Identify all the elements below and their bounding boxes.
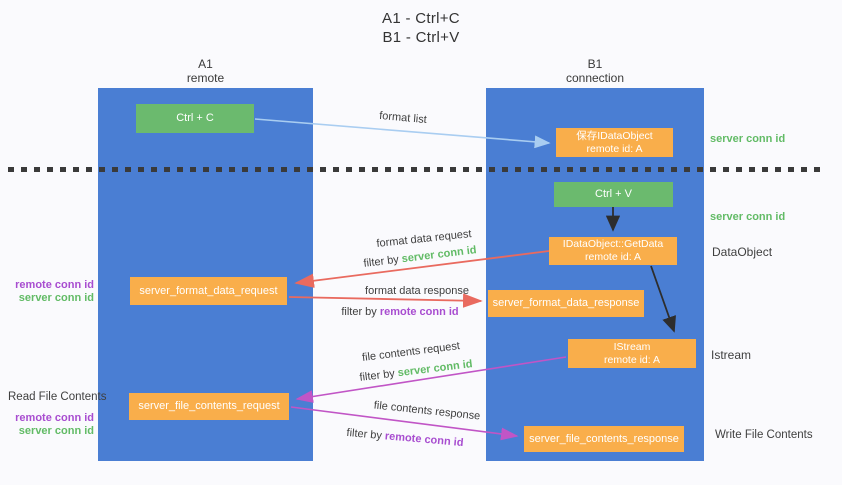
remote-conn-id-text-2: remote conn id bbox=[384, 430, 464, 450]
lane-b1-role: connection bbox=[565, 71, 625, 85]
phase-separator-dotted-line bbox=[8, 167, 825, 172]
node-getdata-title: IDataObject::GetData bbox=[562, 238, 664, 250]
node-idataobject-getdata: IDataObject::GetData remote id: A bbox=[549, 237, 677, 265]
filter-by-text-2: filter by bbox=[341, 306, 377, 318]
label-server-conn-id-left-top: server conn id bbox=[18, 292, 94, 304]
node-save-idataobject: 保存IDataObject remote id: A bbox=[556, 128, 673, 157]
label-remote-conn-id-left-bottom: remote conn id bbox=[15, 412, 94, 424]
node-server-format-data-request: server_format_data_request bbox=[130, 277, 287, 305]
label-server-conn-id-mid-right: server conn id bbox=[710, 211, 786, 223]
label-read-file-contents: Read File Contents bbox=[8, 391, 107, 403]
filter-by-text-4: filter by bbox=[346, 426, 383, 442]
node-save-idataobject-remote-id: remote id: A bbox=[586, 142, 643, 155]
node-istream: IStream remote id: A bbox=[568, 339, 696, 368]
node-ctrl-c-label: Ctrl + C bbox=[176, 112, 214, 124]
node-server-format-data-response: server_format_data_response bbox=[488, 290, 644, 317]
node-server-file-contents-request: server_file_contents_request bbox=[129, 393, 289, 420]
edge-label-format-data-response: format data response bbox=[365, 285, 469, 297]
lane-b1-name: B1 bbox=[587, 57, 603, 71]
lane-header-a1: A1 remote bbox=[98, 57, 313, 85]
edge-label-file-contents-response: file contents response bbox=[373, 399, 481, 423]
lane-a1-role: remote bbox=[186, 71, 225, 85]
filter-by-text-3: filter by bbox=[358, 367, 396, 384]
label-dataobject: DataObject bbox=[712, 245, 773, 259]
filter-by-text-1: filter by bbox=[362, 253, 400, 270]
node-getdata-remote-id: remote id: A bbox=[584, 251, 642, 263]
label-server-conn-id-left-bottom: server conn id bbox=[18, 425, 94, 437]
node-istream-remote-id: remote id: A bbox=[603, 353, 661, 366]
server-conn-id-text-2: server conn id bbox=[397, 358, 474, 380]
lane-a1-name: A1 bbox=[198, 57, 213, 71]
node-save-idataobject-title: 保存IDataObject bbox=[576, 129, 653, 142]
label-server-conn-id-top-right: server conn id bbox=[710, 133, 786, 145]
lane-header-b1: B1 connection bbox=[486, 57, 704, 85]
node-server-file-contents-response: server_file_contents_response bbox=[524, 426, 684, 452]
node-format-response-label: server_format_data_response bbox=[492, 297, 640, 309]
node-ctrl-v-label: Ctrl + V bbox=[595, 188, 632, 200]
label-remote-conn-id-left-top: remote conn id bbox=[15, 279, 94, 291]
arrow-format-data-response bbox=[288, 293, 483, 308]
node-istream-title: IStream bbox=[613, 340, 651, 353]
node-format-request-label: server_format_data_request bbox=[139, 284, 278, 297]
label-write-file-contents: Write File Contents bbox=[715, 429, 813, 441]
node-file-request-label: server_file_contents_request bbox=[138, 400, 280, 412]
title-line-2: B1 - Ctrl+V bbox=[382, 29, 460, 46]
label-istream: Istream bbox=[711, 348, 752, 362]
server-conn-id-text-1: server conn id bbox=[401, 244, 478, 266]
title-line-1: A1 - Ctrl+C bbox=[382, 10, 460, 27]
diagram-title: A1 - Ctrl+C B1 - Ctrl+V bbox=[0, 9, 842, 47]
edge-label-format-list: format list bbox=[378, 109, 428, 127]
remote-conn-id-text-1: remote conn id bbox=[379, 306, 459, 318]
node-ctrl-c: Ctrl + C bbox=[136, 104, 254, 133]
node-file-response-label: server_file_contents_response bbox=[529, 432, 679, 445]
node-ctrl-v: Ctrl + V bbox=[554, 182, 673, 207]
